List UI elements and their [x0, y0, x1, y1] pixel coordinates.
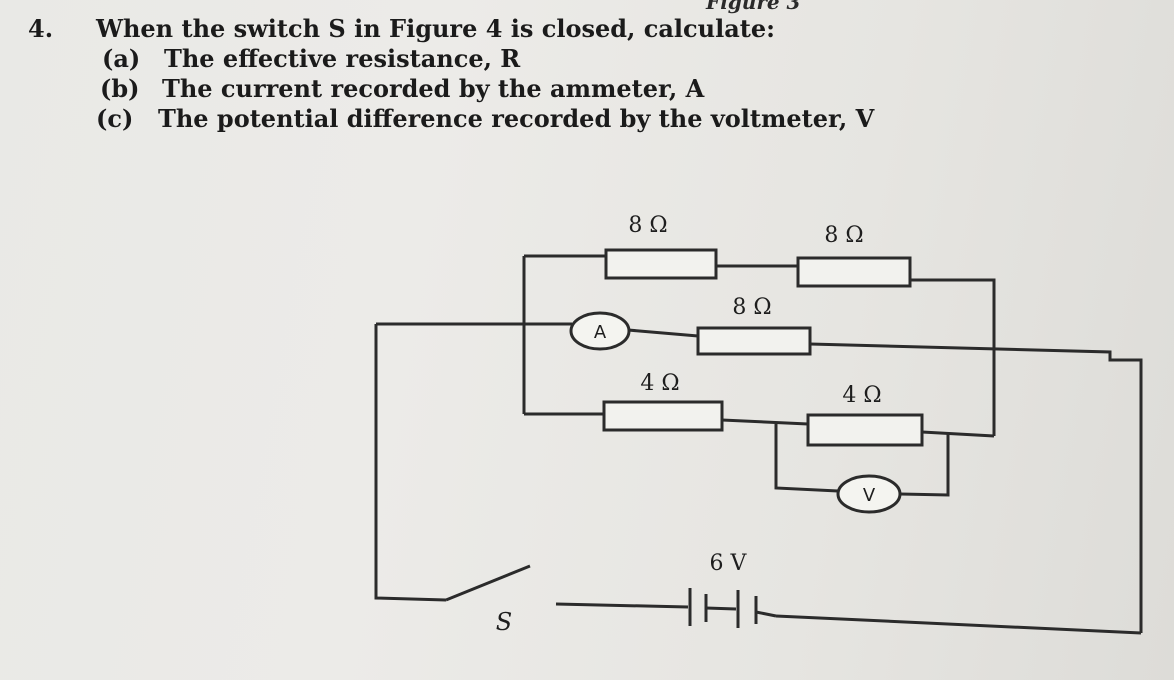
question-stem: When the switch S in Figure 4 is closed,…: [96, 14, 775, 43]
bottom-right-wire: [921, 430, 995, 438]
bottom-mid-wire: [721, 418, 809, 426]
label-switch: S: [496, 608, 512, 636]
question-part-b: (b) The current recorded by the ammeter, …: [100, 74, 704, 103]
resistor-bottom-left: [602, 400, 724, 432]
voltmeter: [836, 474, 902, 514]
outer-left-wire: [374, 324, 447, 602]
label-bottom-right-resistor: 4 Ω: [842, 383, 881, 408]
part-b-label: (b): [100, 74, 140, 103]
part-c-label: (c): [96, 104, 134, 133]
question-part-c: (c) The potential difference recorded by …: [96, 104, 874, 133]
battery-to-right-wire: [775, 614, 1142, 635]
part-b-text: The current recorded by the ammeter, A: [162, 74, 705, 103]
part-c-text: The potential difference recorded by the…: [158, 104, 875, 133]
battery-link: [705, 606, 737, 611]
label-middle-resistor: 8 Ω: [732, 295, 771, 320]
switch-to-battery-wire: [555, 602, 689, 609]
label-battery: 6 V: [710, 551, 748, 576]
question-part-a: (a) The effective resistance, R: [102, 44, 520, 73]
middle-wire: [627, 328, 699, 338]
ammeter: [569, 311, 631, 351]
part-a-label: (a): [102, 44, 141, 73]
question-number: 4.: [28, 14, 54, 43]
part-a-text: The effective resistance, R: [164, 44, 521, 73]
resistor-top-left: [604, 248, 718, 280]
battery-tail: [755, 610, 777, 618]
voltmeter-loop-right: [899, 434, 950, 497]
resistor-top-right: [796, 256, 912, 288]
switch-lever: [445, 564, 531, 602]
label-top-right-resistor: 8 Ω: [824, 223, 863, 248]
ammeter-label: A: [594, 322, 607, 343]
main-right-wire: [809, 342, 1143, 633]
label-bottom-left-resistor: 4 Ω: [640, 371, 679, 396]
resistor-bottom-right: [806, 413, 924, 447]
figure-caption: Figure 3: [706, 0, 801, 14]
voltmeter-loop-left: [774, 424, 839, 493]
resistor-middle: [696, 326, 812, 356]
label-top-left-resistor: 8 Ω: [628, 213, 667, 238]
voltmeter-label: V: [863, 485, 876, 506]
